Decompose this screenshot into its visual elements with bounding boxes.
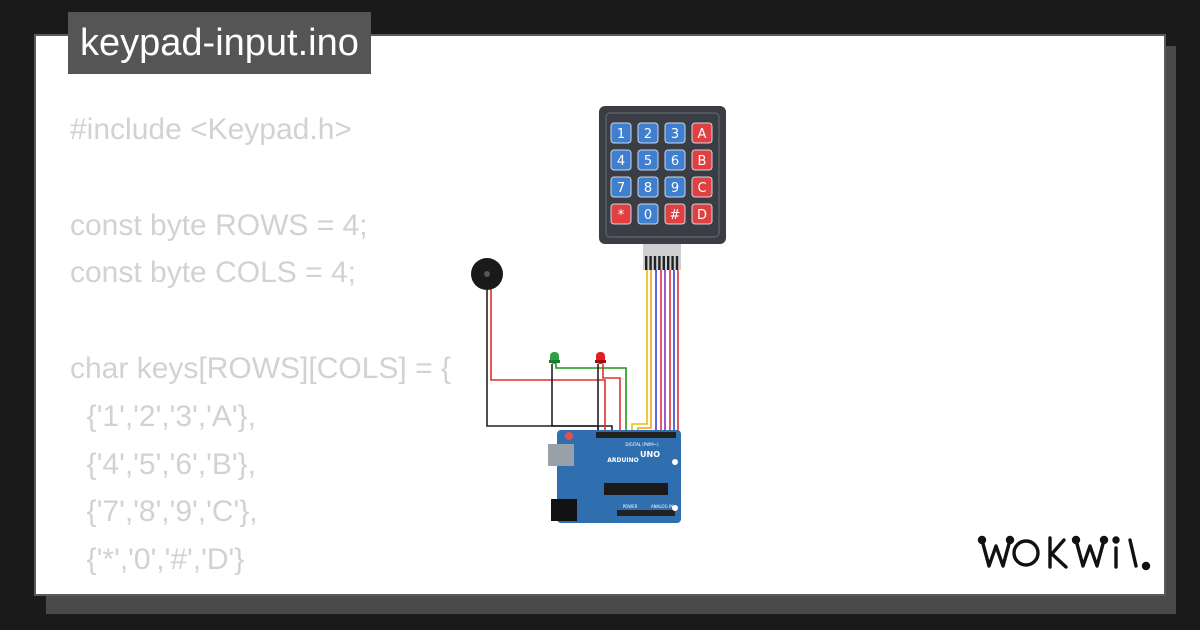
wire-buzzer-red <box>490 288 606 434</box>
wire-red-led-b <box>602 364 621 434</box>
keypad-pin <box>658 256 661 270</box>
keypad-key-label: B <box>698 154 707 169</box>
keypad-key[interactable]: 0 <box>637 203 659 225</box>
wire-keypad-2 <box>637 270 652 434</box>
wire-keypad-1 <box>631 270 648 434</box>
keypad-key-label: 2 <box>644 127 652 142</box>
board-model: UNO <box>640 450 660 459</box>
code-line: const byte ROWS = 4; <box>70 208 368 242</box>
keypad-key[interactable]: # <box>664 203 686 225</box>
code-line: #include <Keypad.h> <box>70 113 352 146</box>
keypad-key-label: * <box>618 208 625 223</box>
board-brand: ARDUINO <box>607 457 638 464</box>
board-digital-label: DIGITAL (PWM~) <box>625 442 659 447</box>
keypad-key[interactable]: 2 <box>637 122 659 144</box>
keypad-pin <box>653 256 657 270</box>
keypad-key-label: 5 <box>644 154 652 169</box>
keypad-key-label: 8 <box>644 181 652 196</box>
code-line: {'1','2','3','A'}, <box>70 399 256 433</box>
keypad-key-label: D <box>697 208 707 223</box>
code-line: char keys[ROWS][COLS] = { <box>70 351 451 385</box>
keypad-key[interactable]: C <box>691 176 713 198</box>
keypad-key[interactable]: 7 <box>610 176 632 198</box>
keypad-key[interactable]: 6 <box>664 149 686 171</box>
keypad-key[interactable]: 1 <box>610 122 632 144</box>
board-power-label: POWER <box>623 504 638 509</box>
code-line: {'7','8','9','C'}, <box>70 495 258 529</box>
wire-green-led-b <box>555 364 627 434</box>
keypad-key-label: 9 <box>671 181 679 196</box>
keypad-key[interactable]: 3 <box>664 122 686 144</box>
keypad-pin <box>662 256 665 270</box>
keypad-key-label: 6 <box>671 154 679 169</box>
code-preview: #include <Keypad.h> const byte ROWS = 4; c… <box>70 106 451 594</box>
keypad-key-label: 4 <box>617 154 625 169</box>
code-line: {'4','5','6','B'}, <box>70 447 256 481</box>
keypad-key-label: # <box>670 208 681 223</box>
keypad-key[interactable]: * <box>610 203 632 225</box>
keypad-key[interactable]: 8 <box>637 176 659 198</box>
arduino-uno-board: DIGITAL (PWM~) ARDUINO UNO POWER ANALOG … <box>548 430 681 523</box>
keypad-key-label: 0 <box>644 208 652 223</box>
keypad-key-label: C <box>697 181 706 196</box>
keypad-pin <box>675 256 679 270</box>
buzzer <box>471 258 503 290</box>
keypad-key[interactable]: D <box>691 203 713 225</box>
code-line: const byte COLS = 4; <box>70 256 356 290</box>
keypad-key-label: 3 <box>671 127 679 142</box>
keypad-pin <box>671 256 674 270</box>
board-analog-label: ANALOG IN <box>651 504 673 509</box>
keypad-key[interactable]: A <box>691 122 713 144</box>
keypad-pin <box>667 256 670 270</box>
wire-green-led-a <box>551 364 599 434</box>
keypad-key[interactable]: 9 <box>664 176 686 198</box>
keypad-key-label: 7 <box>617 181 625 196</box>
wokwi-logo <box>977 535 1151 571</box>
code-line: }; <box>70 584 451 594</box>
led-red <box>595 352 606 364</box>
keypad-key[interactable]: 4 <box>610 149 632 171</box>
file-title: keypad-input.ino <box>68 12 371 74</box>
keypad-pin <box>649 256 652 270</box>
wires <box>486 270 679 434</box>
keypad-key-label: 1 <box>617 127 625 142</box>
keypad[interactable]: 1 2 3 A 4 5 6 B 7 8 9 C * 0 # D <box>599 106 726 270</box>
keypad-key[interactable]: 5 <box>637 149 659 171</box>
keypad-key-label: A <box>698 127 707 142</box>
led-green <box>549 352 560 364</box>
keypad-key[interactable]: B <box>691 149 713 171</box>
keypad-pin <box>645 256 648 270</box>
code-line: {'*','0','#','D'} <box>70 543 245 577</box>
